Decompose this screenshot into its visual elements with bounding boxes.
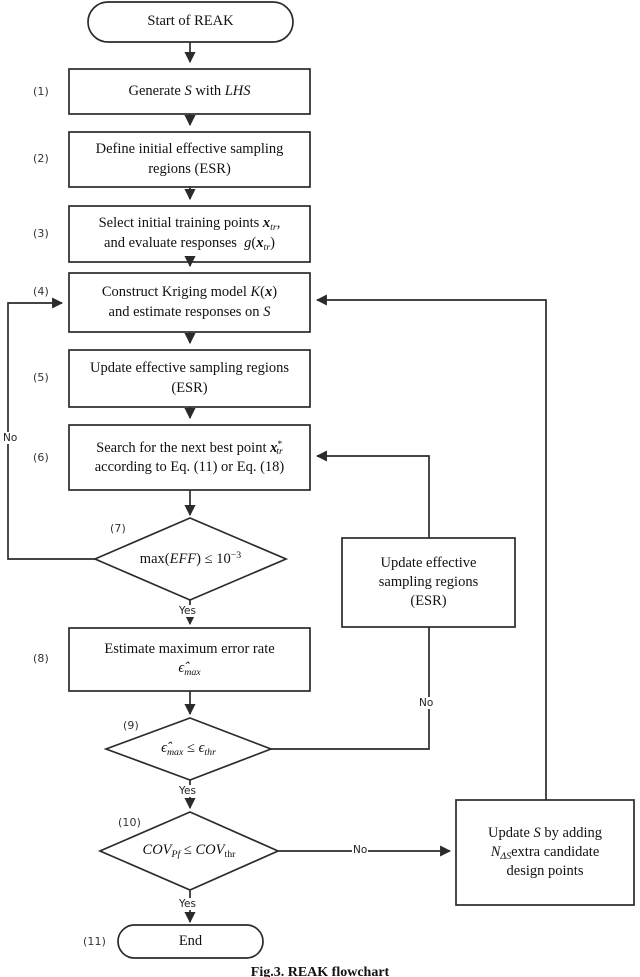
edge-update-esr-to-step6 [315,450,430,538]
edge-label-yes-7: Yes [178,605,197,617]
step-number-8: (8) [33,652,49,665]
node-shape-start [87,1,294,43]
step-number-3: (3) [33,227,49,240]
step-number-7: (7) [110,522,126,535]
node-shape-step3 [68,205,311,263]
node-shape-update-s [455,799,635,906]
step-number-10: (10) [118,816,141,829]
step-number-11: (11) [83,935,106,948]
edge-update-s-to-step4 [315,294,547,800]
step-number-2: (2) [33,152,49,165]
edge-step7-no-loop-to-step4 [7,297,95,560]
step-number-4: (4) [33,285,49,298]
node-shape-step11 [117,924,264,959]
node-shape-step2 [68,131,311,188]
edge-label-no-10: No [352,844,369,856]
node-shape-step5 [68,349,311,408]
edge-step9-no-to-update-esr [271,627,430,750]
node-shape-step1 [68,68,311,115]
node-shape-update-esr [341,537,516,628]
step-number-1: (1) [33,85,49,98]
step-number-6: (6) [33,451,49,464]
step-number-9: (9) [123,719,139,732]
edge-label-no-left: No [2,432,19,444]
edge-label-yes-10: Yes [178,898,197,910]
node-shape-step8 [68,627,311,692]
edge-label-yes-9: Yes [178,785,197,797]
node-shape-step6 [68,424,311,491]
edge-label-no-9: No [418,697,435,709]
node-shape-step4 [68,272,311,333]
step-number-5: (5) [33,371,49,384]
figure-caption: Fig.3. REAK flowchart [250,965,390,977]
